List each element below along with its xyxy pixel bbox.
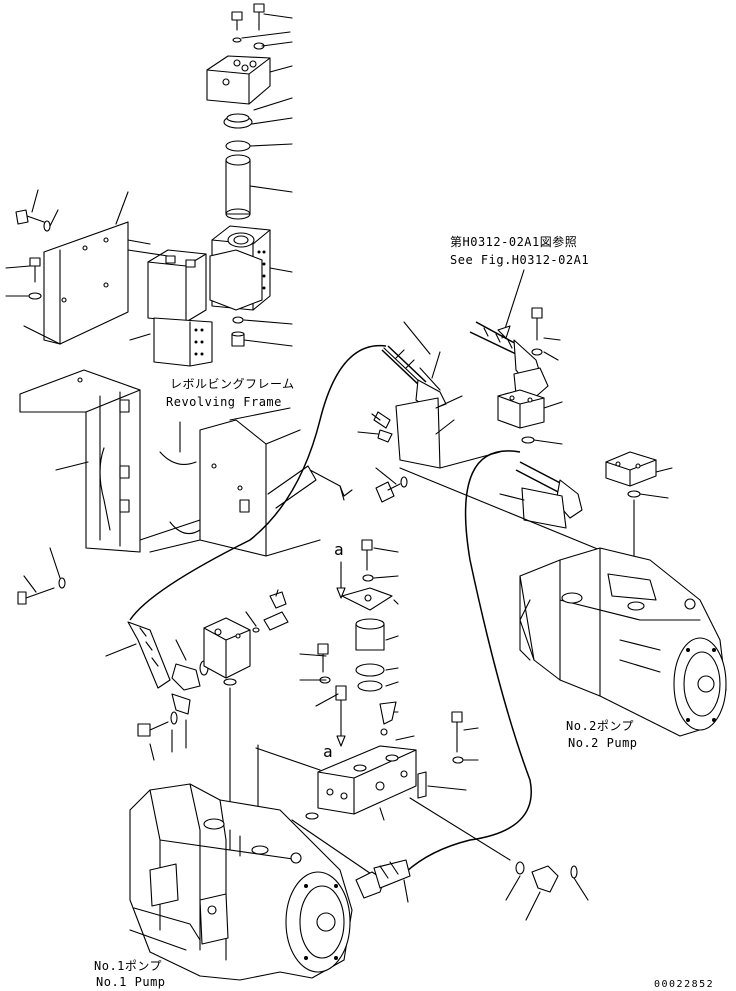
pump1-label-en: No.1 Pump [96, 975, 166, 989]
center-valve-block [255, 539, 589, 921]
revolving-frame-label-en: Revolving Frame [166, 395, 282, 409]
drawing-number: 00022852 [654, 979, 715, 990]
view-marker-bottom: a [323, 742, 333, 761]
pump1-label-jp: No.1ポンプ [94, 959, 163, 973]
reference-note-jp: 第H0312-02A1図参照 [450, 235, 578, 249]
loop-hose [105, 344, 532, 873]
center-upper-piping [357, 269, 601, 551]
revolving-frame-section [17, 369, 353, 605]
pump2-label-jp: No.2ポンプ [566, 719, 635, 733]
left-bracket-assembly [5, 189, 263, 367]
revolving-frame-label-jp: レボルビングフレーム [170, 377, 295, 391]
reference-note-en: See Fig.H0312-02A1 [450, 253, 590, 267]
view-marker-top: a [334, 540, 344, 559]
pump2-label-en: No.2 Pump [568, 736, 638, 750]
no1-pump [129, 783, 353, 981]
no2-pump [519, 451, 727, 737]
